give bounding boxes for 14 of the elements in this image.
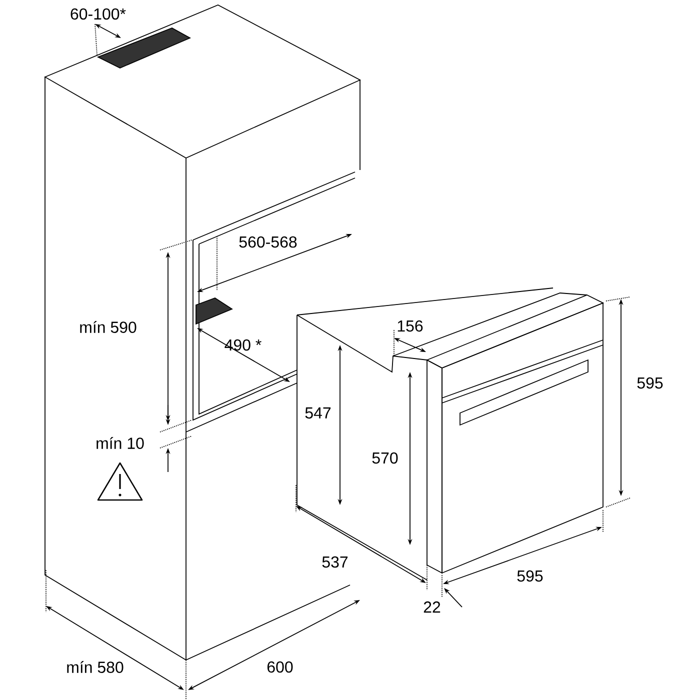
dimension-label: mín 580 xyxy=(67,661,124,673)
dimension-label: 547 xyxy=(305,407,331,419)
dimension-label: 595 xyxy=(637,377,663,389)
dimension-label: 22 xyxy=(424,601,440,613)
dimension-label: 560-568 xyxy=(239,236,297,248)
dimension-label: 60-100* xyxy=(70,8,126,20)
dimension-label: 600 xyxy=(267,661,293,673)
dimension-label: 537 xyxy=(322,556,348,568)
dimension-label: 490 * xyxy=(224,339,262,351)
dimension-label: 570 xyxy=(372,452,398,464)
dimension-label: mín 10 xyxy=(96,437,144,449)
dimension-label: 156 xyxy=(398,320,423,332)
dimension-label: mín 590 xyxy=(80,321,136,333)
dimension-label: 595 xyxy=(517,570,543,582)
